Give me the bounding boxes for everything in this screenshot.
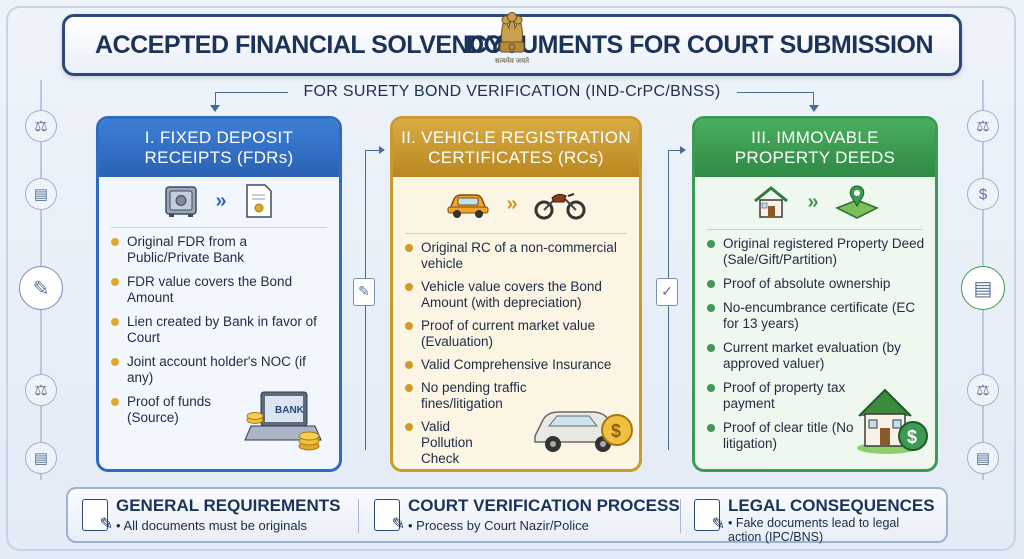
- card-vehicle-registration: II. VEHICLE REGISTRATION CERTIFICATES (R…: [390, 116, 642, 472]
- general-requirements-section: GENERAL REQUIREMENTS • All documents mus…: [72, 489, 352, 541]
- scales-icon: ⚖: [25, 374, 57, 406]
- section-text: • Process by Court Nazir/Police: [408, 518, 589, 533]
- car-icon: [447, 194, 489, 218]
- clipboard-edit-icon: [374, 499, 405, 534]
- requirement-list: Original RC of a non-commercial vehicle …: [393, 238, 639, 467]
- bottom-summary-bar: GENERAL REQUIREMENTS • All documents mus…: [66, 487, 948, 544]
- list-item: Lien created by Bank in favor of Court: [109, 314, 331, 346]
- card-icons: »: [393, 177, 639, 231]
- document-icon: ▤: [961, 266, 1005, 310]
- connector-arrow: [365, 146, 385, 154]
- card-title: II. VEHICLE REGISTRATION CERTIFICATES (R…: [393, 119, 639, 177]
- requirement-list: Original registered Property Deed (Sale/…: [695, 234, 935, 452]
- bank-label: BANK: [275, 405, 305, 416]
- section-text: • All documents must be originals: [116, 518, 307, 533]
- list-item: Proof of absolute ownership: [705, 276, 927, 292]
- legal-document-icon: [694, 499, 725, 534]
- subtitle-arrow-left: [210, 92, 288, 112]
- list-item: Proof of property tax payment: [705, 380, 873, 412]
- section-heading: GENERAL REQUIREMENTS: [116, 496, 341, 515]
- divider: [680, 499, 681, 533]
- card-icons: »: [695, 177, 935, 227]
- divider: [358, 499, 359, 533]
- list-item: Proof of current market value (Evaluatio…: [403, 318, 631, 350]
- list-item: Valid Pollution Check: [403, 419, 501, 467]
- list-item: Valid Comprehensive Insurance: [403, 357, 631, 373]
- chevron-right-icon: »: [807, 190, 819, 213]
- land-plot-icon: [834, 185, 879, 219]
- document-icon: ✎: [353, 278, 375, 306]
- emblem-caption: सत्यमेव जयते: [494, 58, 530, 65]
- scales-icon: ⚖: [967, 374, 999, 406]
- list-item: Original registered Property Deed (Sale/…: [705, 236, 927, 268]
- svg-text:$: $: [611, 421, 621, 441]
- scales-icon: ⚖: [967, 110, 999, 142]
- list-item: Proof of clear title (No litigation): [705, 420, 873, 452]
- list-item: No-encumbrance certificate (EC for 13 ye…: [705, 300, 927, 332]
- title-right: DOCUMENTS FOR COURT SUBMISSION: [466, 31, 933, 59]
- card-property-deeds: III. IMMOVABLE PROPERTY DEEDS » Original…: [692, 116, 938, 472]
- subtitle: FOR SURETY BOND VERIFICATION (IND-CrPC/B…: [303, 83, 721, 100]
- card-title: III. IMMOVABLE PROPERTY DEEDS: [695, 119, 935, 177]
- list-item: Vehicle value covers the Bond Amount (wi…: [403, 279, 631, 311]
- card-fixed-deposit: I. FIXED DEPOSIT RECEIPTS (FDRs) » Origi…: [96, 116, 342, 472]
- house-coin-icon: $: [853, 380, 931, 461]
- requirement-list: Original FDR from a Public/Private Bank …: [99, 232, 339, 426]
- document-icon: ▤: [967, 442, 999, 474]
- scales-icon: ⚖: [25, 110, 57, 142]
- lion-capital-icon: [499, 12, 525, 53]
- card-icons: »: [99, 177, 339, 225]
- house-icon: [754, 186, 789, 218]
- motorcycle-icon: [534, 193, 586, 220]
- payment-hand-icon: $: [967, 178, 999, 210]
- section-heading: LEGAL CONSEQUENCES: [728, 496, 935, 515]
- list-item: FDR value covers the Bond Amount: [109, 274, 331, 306]
- svg-text:$: $: [907, 427, 917, 447]
- chevron-right-icon: »: [506, 192, 518, 215]
- left-icon-rail: ⚖ ▤ ✎ ⚖ ▤: [18, 70, 64, 490]
- list-item: Current market evaluation (by approved v…: [705, 340, 927, 372]
- legal-consequences-section: LEGAL CONSEQUENCES • Fake documents lead…: [684, 489, 946, 544]
- document-icon: ▤: [25, 442, 57, 474]
- subtitle-arrow-right: [737, 92, 819, 112]
- court-verification-section: COURT VERIFICATION PROCESS • Process by …: [364, 489, 684, 541]
- safe-icon: [165, 186, 198, 217]
- document-icon: ▤: [25, 178, 57, 210]
- outer-frame: [6, 6, 1016, 551]
- list-item: Joint account holder's NOC (if any): [109, 354, 331, 386]
- section-heading: COURT VERIFICATION PROCESS: [408, 496, 680, 515]
- connector-arrow: [668, 146, 686, 154]
- list-item: No pending traffic fines/litigation: [403, 380, 541, 412]
- document-check-icon: ✓: [656, 278, 678, 306]
- right-icon-rail: ⚖ $ ▤ ⚖ ▤: [960, 70, 1006, 490]
- list-item: Original FDR from a Public/Private Bank: [109, 234, 331, 266]
- document-edit-icon: [82, 499, 113, 534]
- section-text: • Fake documents lead to legal action (I…: [728, 516, 900, 544]
- edit-document-icon: ✎: [19, 266, 63, 310]
- certificate-icon: [245, 184, 272, 218]
- list-item: Proof of funds (Source): [109, 394, 237, 426]
- national-emblem: सत्यमेव जयते: [486, 6, 538, 76]
- bank-laptop-icon: BANK: [241, 386, 331, 459]
- card-title: I. FIXED DEPOSIT RECEIPTS (FDRs): [99, 119, 339, 177]
- list-item: Original RC of a non-commercial vehicle: [403, 240, 631, 272]
- car-coin-icon: $: [531, 394, 635, 461]
- chevron-right-icon: »: [215, 189, 227, 212]
- title-left: ACCEPTED FINANCIAL SOLVENCY: [95, 31, 503, 59]
